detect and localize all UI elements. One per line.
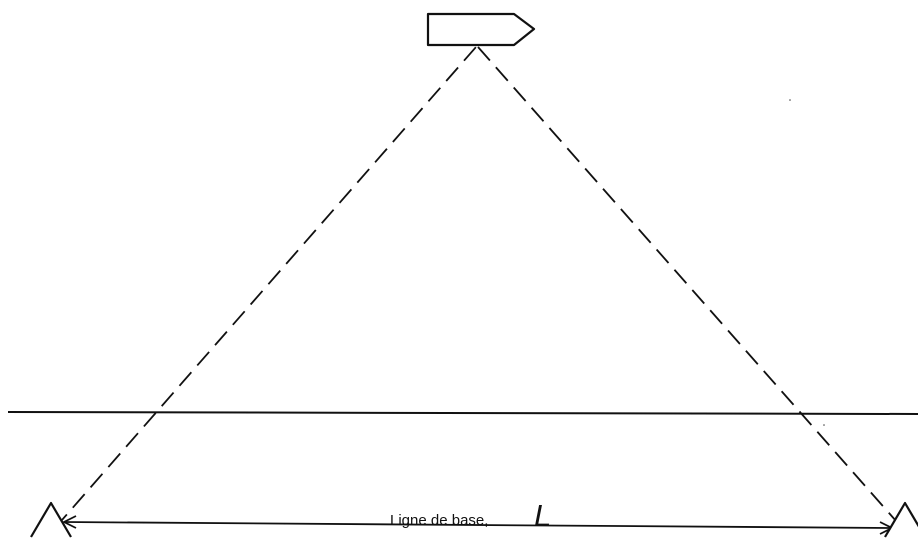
coastline [7,411,918,415]
scan-speck [789,99,791,101]
baseline-arrow [63,521,893,529]
baseline-label: Ligne de base, [390,512,489,529]
station-left-triangle-icon [30,501,72,538]
baseline-arrowhead-left [61,515,77,529]
scan-speck [823,424,825,426]
ship-icon [426,12,536,47]
sight-line-right [477,46,905,531]
baseline-symbol: L [534,498,552,533]
sight-line-left [54,46,477,529]
station-right-triangle-icon [884,501,918,538]
